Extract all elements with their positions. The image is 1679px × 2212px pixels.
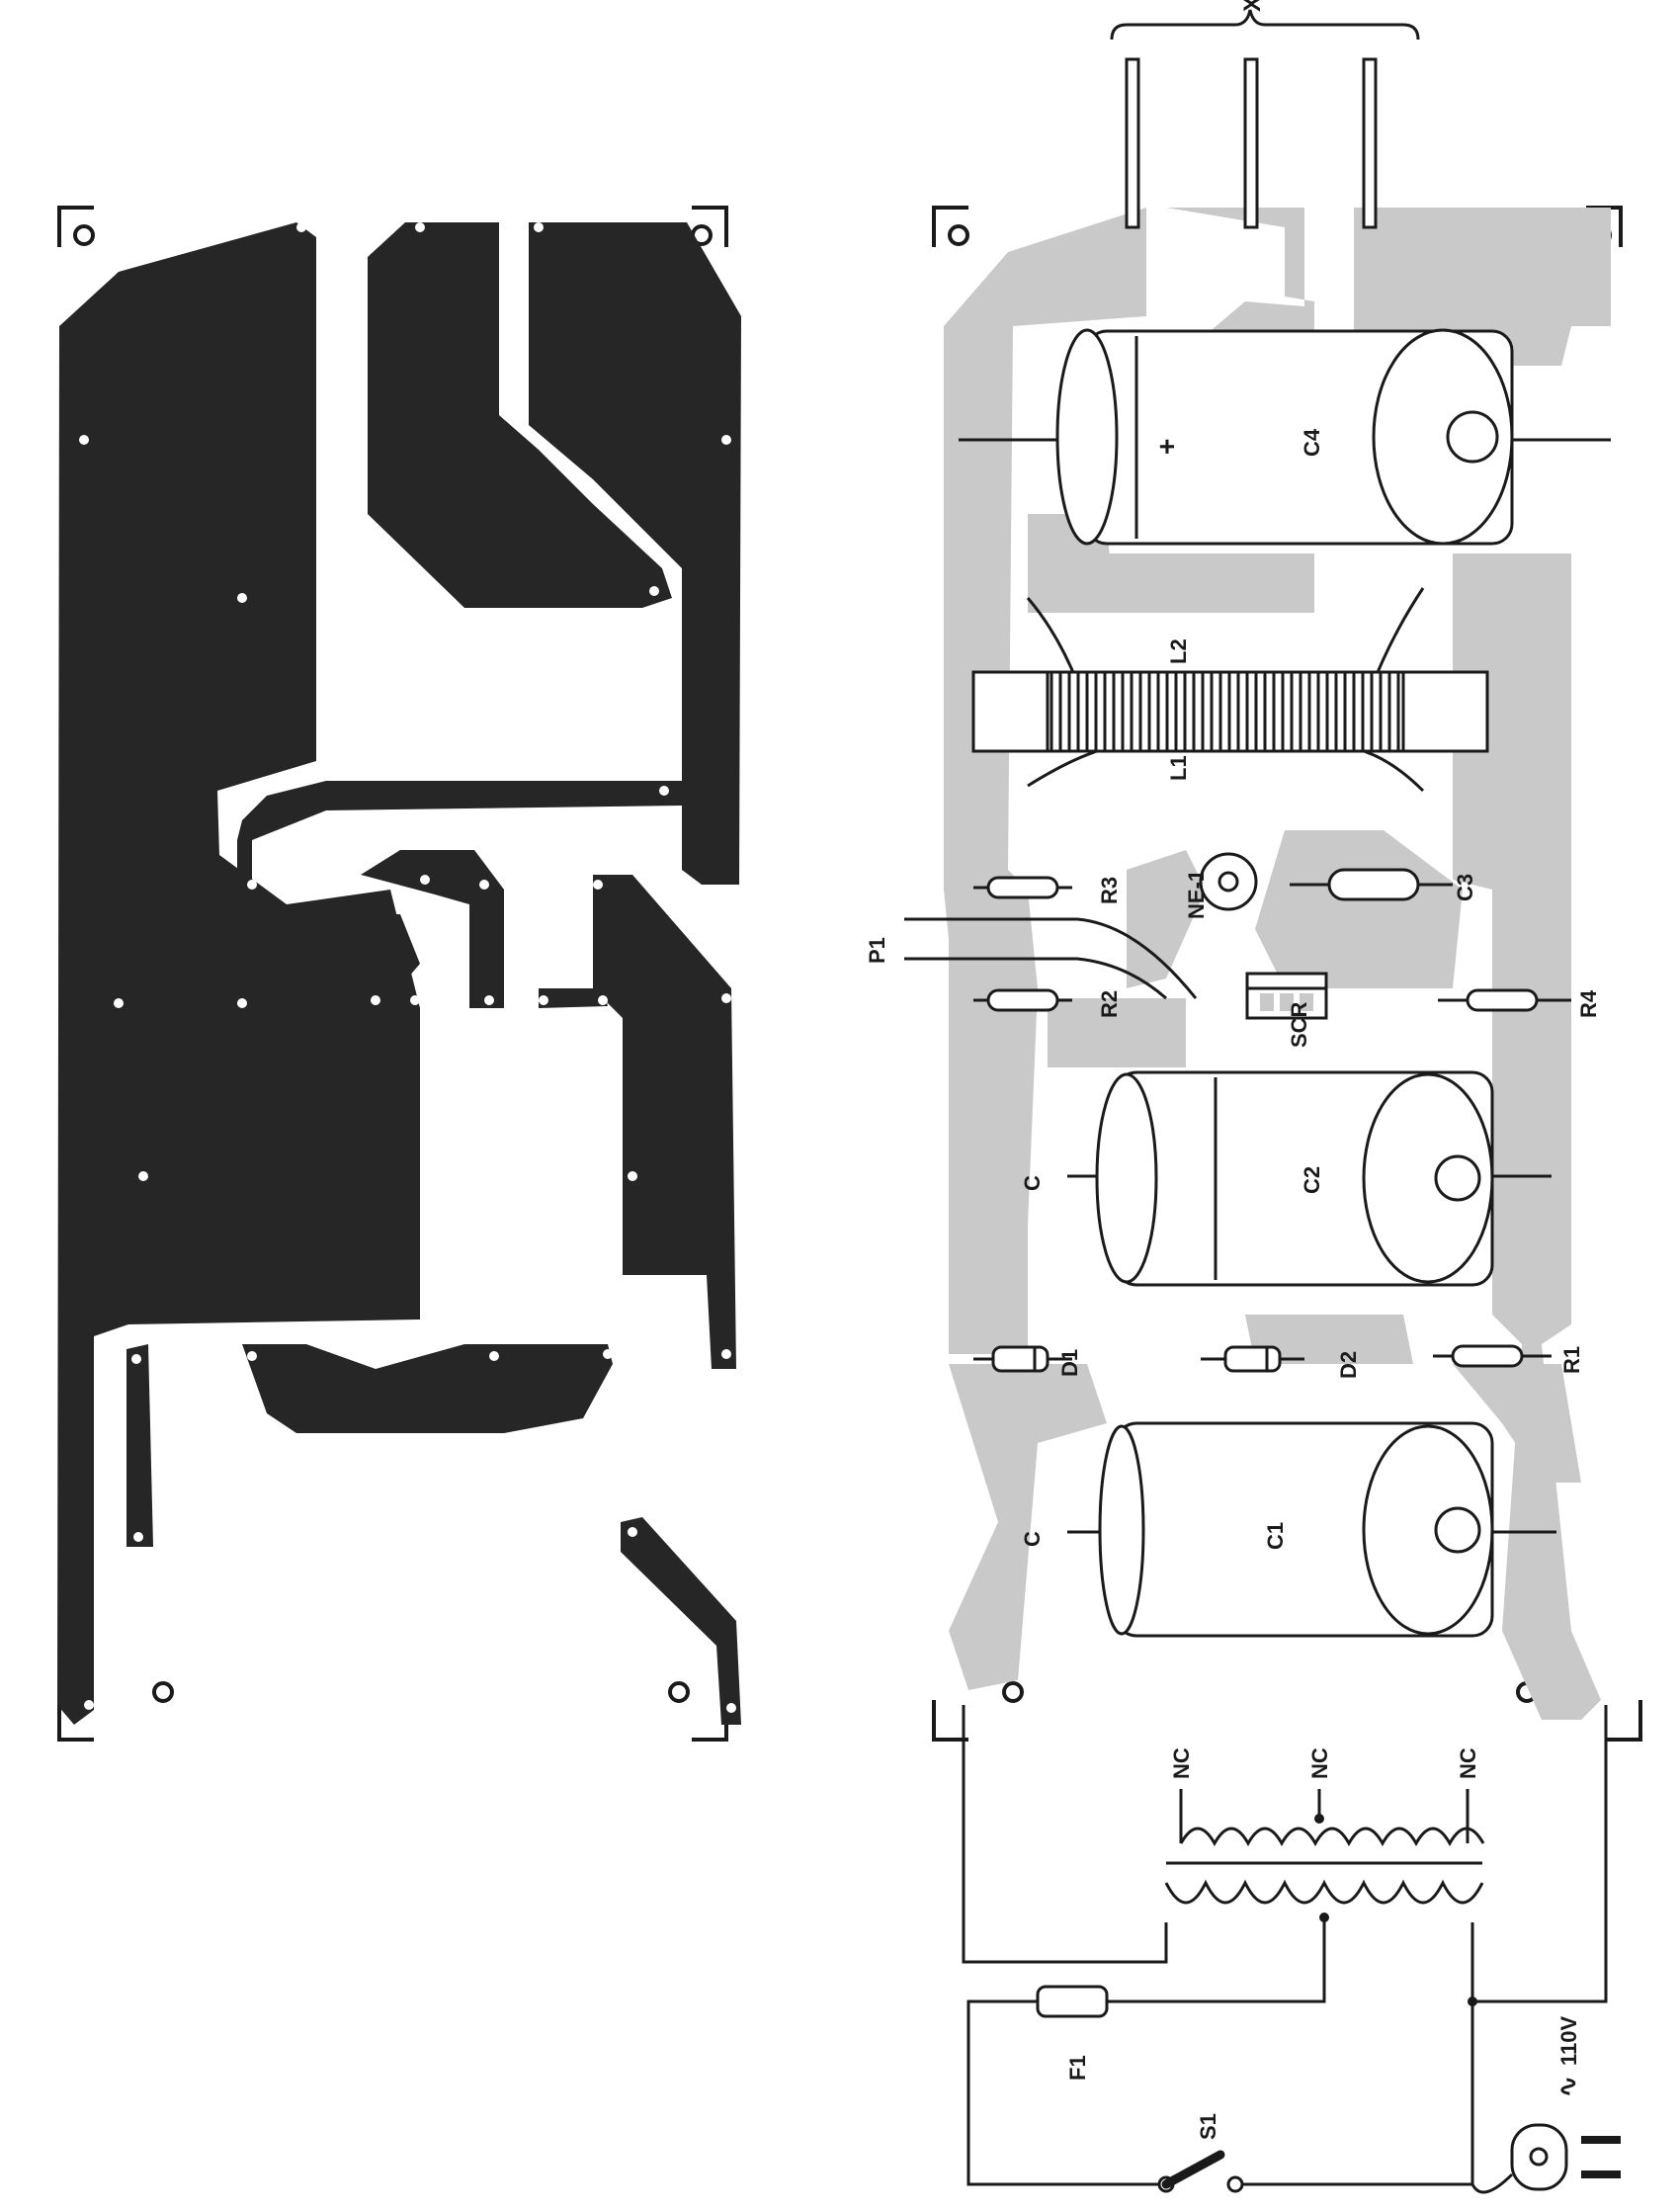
fuse-f1: [1036, 1985, 1109, 2018]
transformer-nc-right: NC: [1456, 1747, 1480, 1779]
diode-d1-label: D1: [1057, 1349, 1082, 1377]
transformer: [1164, 1789, 1485, 1905]
resistor-r1-label: R1: [1559, 1346, 1584, 1374]
trace-small-link: [539, 988, 608, 1008]
trace-lower-right-diag: [621, 1517, 741, 1725]
component-layout: X + C4 L2 L1: [865, 0, 1642, 2194]
capacitor-c4: [959, 328, 1611, 546]
capacitor-c4-plus: +: [1151, 439, 1182, 455]
capacitor-c2: [1067, 1070, 1552, 1287]
trace-lower-zigzag: [242, 1344, 613, 1433]
inductor-l1-label: L1: [1166, 755, 1191, 781]
trace-small-block-b: [361, 850, 504, 1008]
capacitor-c2-label: C2: [1300, 1166, 1324, 1194]
trace-upper-l: [368, 222, 672, 608]
capacitor-c3: [1290, 868, 1453, 901]
potentiometer-p1: [904, 917, 1198, 1000]
trace-left-short: [126, 1344, 153, 1547]
diode-d2: [1201, 1345, 1304, 1373]
neon-lamp-ne1: [1199, 852, 1258, 911]
capacitor-c1-c-label: C: [1020, 1531, 1045, 1547]
solder-pads-left: [79, 222, 736, 1713]
mains-ac-symbol: ∿: [1553, 2076, 1582, 2097]
switch-s1: [1157, 2150, 1244, 2193]
output-label-x: X: [1239, 0, 1266, 12]
trace-ground-bus: [57, 222, 420, 1725]
mains-voltage-label: 110V: [1556, 2016, 1581, 2066]
mains-plug: [1470, 2123, 1621, 2194]
neon-lamp-ne1-label: NE-1: [1184, 870, 1209, 919]
trace-right-long: [593, 875, 736, 1369]
capacitor-c1: [1067, 1421, 1556, 1638]
copper-foil-pattern: [57, 206, 741, 1742]
capacitor-c2-c-label: C: [1020, 1175, 1045, 1191]
switch-s1-label: S1: [1196, 2113, 1220, 2140]
resistor-r4: [1438, 988, 1571, 1012]
scr: [1245, 972, 1328, 1020]
resistor-r2: [973, 988, 1072, 1012]
transformer-nc-center: NC: [1307, 1747, 1332, 1779]
trace-middle-diag: [237, 781, 682, 890]
inductor-l2-label: L2: [1166, 638, 1191, 664]
fuse-f1-label: F1: [1065, 2055, 1090, 2081]
resistor-r4-label: R4: [1576, 989, 1601, 1018]
output-pins: [1110, 9, 1420, 229]
primary-wiring: [962, 1705, 1608, 2186]
diode-d1: [973, 1345, 1072, 1373]
trace-upper-right: [529, 222, 741, 885]
resistor-r3-label: R3: [1097, 877, 1122, 904]
capacitor-c1-label: C1: [1263, 1522, 1288, 1550]
scr-label: SCR: [1287, 1001, 1311, 1048]
resistor-r2-label: R2: [1097, 990, 1122, 1018]
resistor-r3: [973, 876, 1072, 899]
capacitor-c3-label: C3: [1453, 874, 1477, 901]
transformer-nc-left: NC: [1169, 1747, 1194, 1779]
diode-d2-label: D2: [1336, 1351, 1361, 1379]
inductor-l1-l2: [971, 587, 1489, 793]
potentiometer-p1-label: P1: [865, 937, 889, 964]
capacitor-c4-label: C4: [1300, 428, 1324, 457]
resistor-r1: [1433, 1344, 1552, 1368]
